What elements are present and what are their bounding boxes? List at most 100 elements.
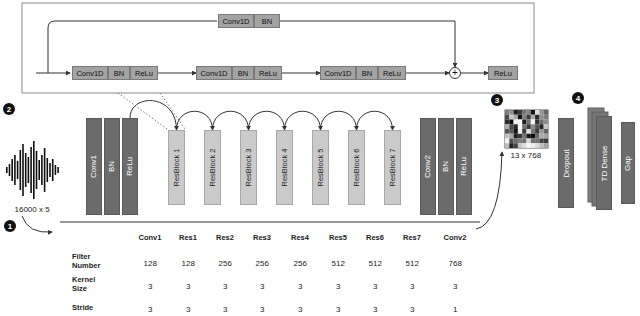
norm-box: BN [254, 14, 280, 28]
flow-arrow [22, 216, 52, 232]
wave-bar [6, 167, 8, 173]
layer-name: ResBlock 4 [280, 149, 289, 187]
layer-name: Conv1D [76, 69, 103, 78]
conv-box: Conv1D [196, 66, 232, 80]
layer-name: BN [262, 17, 272, 26]
wave-bar [44, 148, 46, 192]
map-cell [522, 120, 526, 125]
wave-bar [33, 141, 35, 199]
input-arrow [36, 73, 70, 74]
layer-name: Gap [624, 155, 633, 170]
map-cell [522, 115, 526, 120]
resblock-bar: ResBlock 4 [276, 130, 293, 205]
layer-name: BN [114, 69, 124, 78]
resblock-bar: ResBlock 5 [312, 130, 329, 205]
activation-box: ReLu [488, 66, 518, 80]
map-cell [531, 120, 535, 125]
flow-arrow [158, 73, 196, 74]
conv-box: Conv1D [218, 14, 254, 28]
table-cell: 3 [298, 282, 302, 291]
table-header: Res6 [366, 233, 384, 242]
resblock-bar: ResBlock 3 [240, 130, 257, 205]
dimension-label: 13 x 768 [511, 151, 542, 160]
layer-bar: BN [104, 118, 120, 215]
wave-bar [28, 157, 30, 183]
wave-bar [55, 165, 57, 175]
table-cell: 3 [410, 282, 414, 291]
table-cell: 3 [373, 305, 377, 314]
layer-name: BN [442, 161, 451, 172]
table-cell: 3 [148, 282, 152, 291]
map-cell [518, 124, 522, 129]
map-cell [522, 124, 526, 129]
norm-box: BN [232, 66, 254, 80]
table-cell: 3 [298, 305, 302, 314]
flow-arrow [280, 21, 455, 67]
resblock-bar: ResBlock 6 [348, 130, 365, 205]
layer-name: ResBlock 7 [388, 149, 397, 187]
map-cell [535, 115, 539, 120]
row-label: Filter Number [72, 253, 112, 270]
layer-bar: Conv1 [86, 118, 102, 215]
table-cell: 512 [332, 259, 345, 268]
layer-name: ReLu [259, 69, 277, 78]
map-cell [535, 139, 539, 144]
layer-name: Conv1D [222, 17, 249, 26]
table-header: Res7 [403, 233, 421, 242]
flow-arrow [406, 73, 449, 74]
conv-box: Conv1D [72, 66, 108, 80]
map-cell [514, 143, 518, 148]
map-cell [531, 124, 535, 129]
table-header: Res1 [179, 233, 197, 242]
resblock-bar: ResBlock 2 [204, 130, 221, 205]
map-cell [539, 120, 543, 125]
wave-bar [20, 150, 22, 190]
map-cell [531, 115, 535, 120]
callout-number: 4 [572, 92, 584, 104]
map-cell [514, 129, 518, 134]
inset-frame [22, 3, 534, 93]
dimension-label: 16000 x 5 [15, 205, 50, 214]
map-cell [509, 120, 513, 125]
map-cell [527, 115, 531, 120]
map-cell [505, 139, 509, 144]
map-cell [539, 139, 543, 144]
skip-arc [213, 111, 249, 130]
map-cell [539, 134, 543, 139]
wave-bar [57, 167, 59, 173]
layer-name: + [452, 68, 458, 78]
callout-number: 1 [4, 220, 16, 232]
map-cell [505, 143, 509, 148]
table-cell: 3 [373, 282, 377, 291]
map-cell [509, 110, 513, 115]
layer-name: BN [108, 161, 117, 172]
callout-number: 2 [3, 103, 15, 115]
map-cell [539, 129, 543, 134]
map-cell [539, 143, 543, 148]
table-cell: 3 [260, 305, 264, 314]
activation-box: ReLu [378, 66, 406, 80]
map-cell [518, 143, 522, 148]
table-cell: 3 [453, 282, 457, 291]
table-header: Res5 [329, 233, 347, 242]
map-cell [531, 139, 535, 144]
map-cell [544, 143, 548, 148]
pooling-bar: Gap [621, 122, 635, 204]
wave-bar [49, 163, 51, 177]
map-cell [535, 110, 539, 115]
table-cell: 3 [186, 282, 190, 291]
map-cell [518, 110, 522, 115]
wave-bar [14, 155, 16, 185]
dropout-bar: Dropout [558, 118, 574, 208]
map-cell [505, 110, 509, 115]
layer-name: ReLu [460, 157, 469, 176]
table-header: Res2 [216, 233, 234, 242]
layer-name: BN [238, 69, 248, 78]
flow-arrow [476, 152, 502, 229]
map-cell [518, 115, 522, 120]
table-cell: 3 [186, 305, 190, 314]
layer-name: ResBlock 1 [172, 149, 181, 187]
map-cell [531, 143, 535, 148]
map-frame [505, 110, 548, 148]
map-cell [535, 143, 539, 148]
